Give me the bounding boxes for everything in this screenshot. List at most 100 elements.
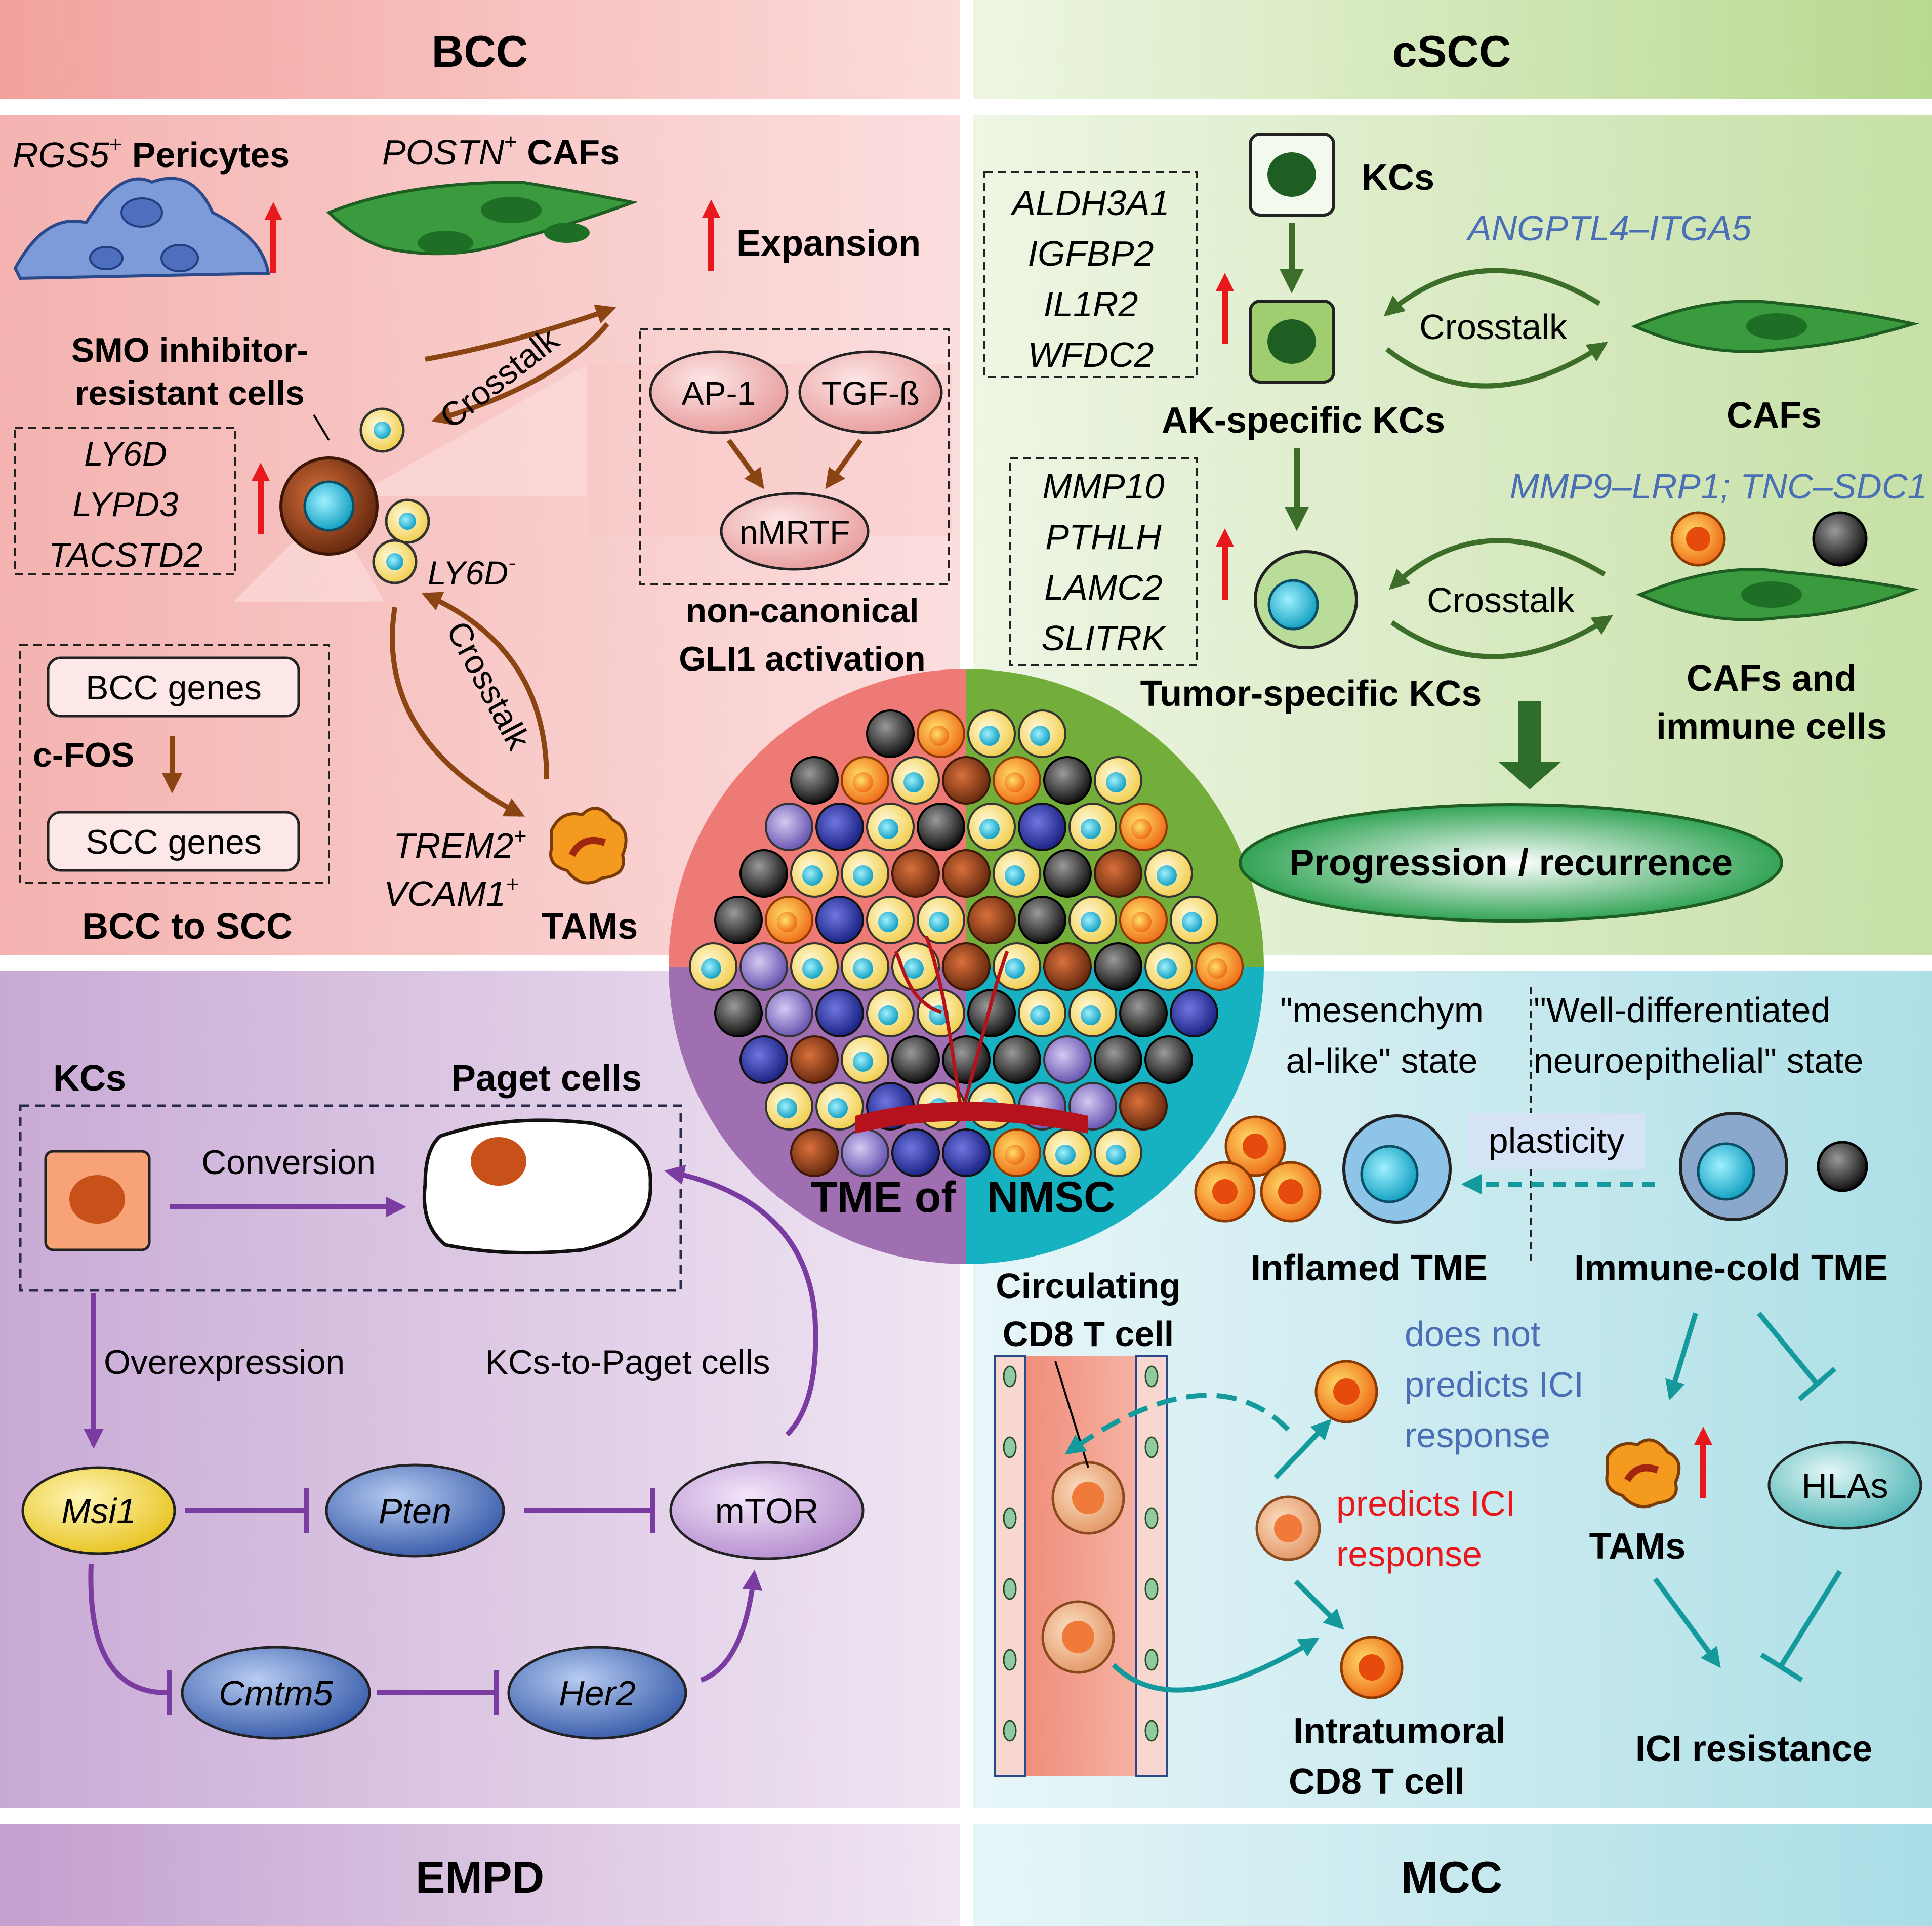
pred-line2: response	[1336, 1534, 1482, 1574]
tme-cell-nucleus	[1131, 912, 1152, 932]
mesen-line2: al-like" state	[1286, 1041, 1478, 1080]
tme-cell-nucleus	[1030, 1005, 1050, 1025]
mtor-label: mTOR	[715, 1491, 819, 1531]
bcc-scc-cone	[233, 506, 385, 602]
her2-to-mtor-arrow	[700, 1570, 763, 1683]
tme-cell-nucleus	[979, 726, 1000, 746]
gene-ly6d: LY6D	[84, 435, 167, 473]
gli-line1: non-canonical	[686, 592, 919, 630]
tme-cell	[765, 803, 813, 851]
tme-cell-nucleus	[979, 819, 1000, 839]
tumor-kcs-label: Tumor-specific KCs	[1140, 674, 1482, 714]
crosstalk-ak-label: Crosstalk	[1419, 307, 1568, 347]
trem2-label: TREM2+	[393, 824, 526, 865]
tme-cell-nucleus	[1030, 726, 1050, 746]
her2-node	[507, 1646, 687, 1740]
tme-cell-nucleus	[701, 958, 721, 979]
empd-inhibitions	[88, 1488, 655, 1715]
tme-cell-nucleus	[1157, 865, 1177, 886]
tme-cell	[790, 756, 839, 805]
crosstalk-tumor-arrow-1	[1389, 538, 1606, 590]
well-line1: "Well-differentiated	[1534, 990, 1830, 1030]
crosstalk-tumor-arrow-2	[1390, 615, 1613, 659]
tme-cell-nucleus	[853, 1052, 873, 1072]
bcc-tams-label: TAMs	[542, 906, 638, 947]
resistant-cone	[354, 364, 587, 496]
bcc-pericytes	[13, 177, 270, 280]
cscc-caf-cell	[1631, 300, 1919, 353]
pericytes-label: RGS5+ Pericytes	[13, 132, 290, 175]
cmtm5-node	[181, 1646, 371, 1740]
well-line2: neuroepithelial" state	[1534, 1041, 1863, 1080]
empd-kcs-label: KCs	[53, 1058, 126, 1099]
hlas-to-resistance-bar	[1760, 1652, 1803, 1683]
vessel-wall-cell	[1144, 1649, 1159, 1671]
progression-node	[1239, 803, 1783, 923]
tme-cell	[815, 803, 864, 851]
mmp9-pair: MMP9–LRP1; TNC–SDC1	[1510, 467, 1927, 506]
tme-label-right: NMSC	[987, 1173, 1115, 1222]
paget-cell	[422, 1118, 652, 1255]
tme-cell-nucleus	[1081, 819, 1101, 839]
tumor-vessel	[855, 1102, 1088, 1134]
tme-cell-nucleus	[1182, 912, 1202, 932]
tme-cell	[1094, 942, 1142, 991]
ap1-node	[649, 350, 789, 434]
intra-line2: CD8 T cell	[1289, 1762, 1465, 1802]
tme-cell	[1094, 849, 1142, 898]
cscc-caf-cell-2	[1636, 568, 1919, 621]
tme-cell	[967, 896, 1016, 944]
vessel-wall-cell	[1144, 1507, 1159, 1529]
vessel-wall-cell	[1003, 1365, 1017, 1388]
vessel-branches	[894, 935, 1009, 1114]
tme-cell	[942, 942, 991, 991]
empd-header-band	[0, 1824, 960, 1926]
recirculation-arrow	[1064, 1393, 1290, 1455]
vcam1-label: VCAM1+	[384, 872, 519, 913]
vessel-wall-cell	[1144, 1436, 1159, 1458]
vessel-wall-cell	[1003, 1436, 1017, 1458]
cold-to-hlas-bar	[1797, 1367, 1837, 1401]
tme-cell-nucleus	[1005, 865, 1025, 886]
tme-cell	[714, 896, 763, 944]
gene-igfbp2: IGFBP2	[1028, 234, 1154, 273]
bcc-ly6d-cells	[359, 407, 430, 584]
tme-cell-cluster	[689, 709, 1244, 1177]
tme-cell	[739, 849, 788, 898]
cafs-label: POSTN+ CAFs	[382, 130, 620, 172]
kcs-to-paget-arrow	[664, 1164, 818, 1437]
tumor-genes-box	[1009, 457, 1198, 666]
tme-cell	[1018, 896, 1066, 944]
tme-cell-nucleus	[1106, 772, 1126, 792]
tme-cell-nucleus	[1005, 772, 1025, 792]
to-intratumoral-arrow	[1294, 1579, 1344, 1630]
ap1-arrow	[726, 439, 764, 489]
cold-cells	[1679, 1112, 1868, 1221]
tme-cell	[815, 989, 864, 1037]
tme-cell	[815, 896, 864, 944]
tme-label-left: TME of	[810, 1173, 956, 1222]
plasticity-label: plasticity	[1489, 1121, 1624, 1160]
tme-cell-nucleus	[1081, 1005, 1101, 1025]
tme-cell-nucleus	[1005, 1145, 1025, 1165]
tme-cell-nucleus	[929, 912, 949, 932]
tme-cell-nucleus	[1081, 912, 1101, 932]
gene-aldh3a1: ALDH3A1	[1010, 183, 1169, 223]
cafs-immune-line2: immune cells	[1656, 706, 1887, 747]
bcc-to-scc-label: BCC to SCC	[82, 906, 293, 947]
tams-to-resistance-arrow	[1653, 1577, 1721, 1668]
ap1-label: AP-1	[682, 374, 756, 412]
cold-to-hlas-line	[1757, 1311, 1819, 1386]
circulating-line2: CD8 T cell	[1003, 1314, 1174, 1354]
cscc-kcs-label: KCs	[1362, 157, 1434, 198]
nonpredictive-t-nucleus	[1333, 1378, 1360, 1405]
tme-cell	[790, 1128, 839, 1177]
tme-cell	[1043, 942, 1092, 991]
vessel-wall-cell	[1003, 1720, 1017, 1742]
cold-to-tams-arrow	[1665, 1312, 1698, 1401]
to-nonpredictive-arrow	[1273, 1419, 1332, 1480]
tme-cell	[942, 756, 991, 805]
gene-pthlh: PTHLH	[1045, 517, 1162, 557]
crosstalk-arrow-1	[431, 322, 609, 426]
intratumoral-t-nucleus	[1359, 1654, 1385, 1681]
